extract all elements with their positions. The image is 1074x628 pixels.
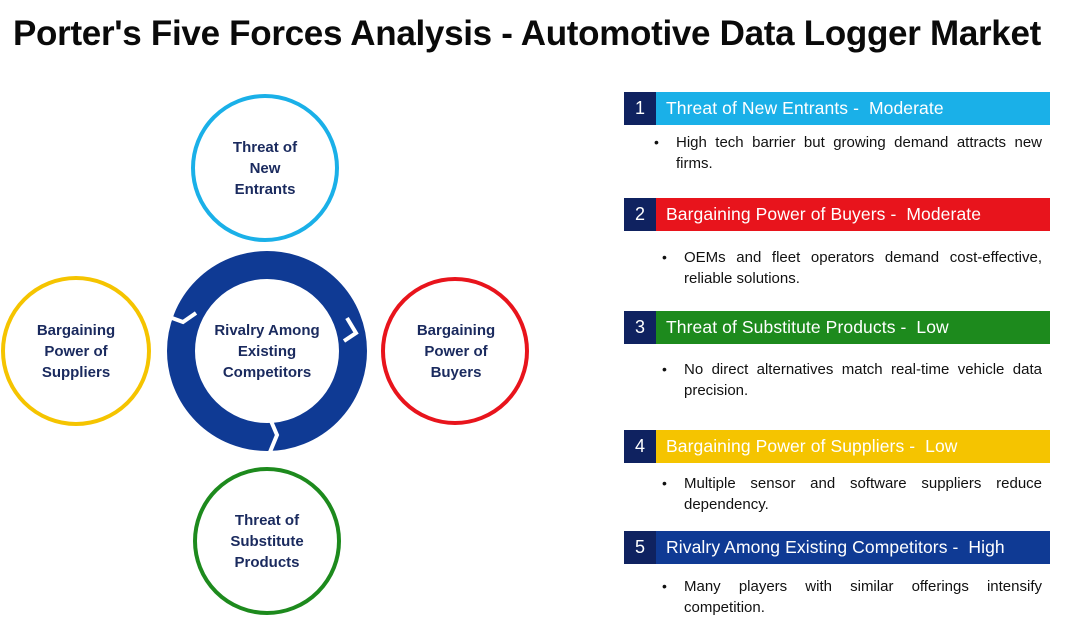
force-title: Bargaining Power of Suppliers - Low bbox=[656, 430, 1050, 463]
label-center: Rivalry Among Existing Competitors bbox=[214, 321, 320, 381]
circle-right bbox=[381, 277, 529, 425]
bullet-icon: • bbox=[654, 134, 659, 150]
force-title: Rivalry Among Existing Competitors - Hig… bbox=[656, 531, 1050, 564]
force-title: Threat of Substitute Products - Low bbox=[656, 311, 1050, 344]
label-top: Threat of New Entrants bbox=[232, 138, 298, 198]
circle-top bbox=[191, 94, 339, 242]
page-title: Porter's Five Forces Analysis - Automoti… bbox=[13, 14, 1041, 53]
bullet-icon: • bbox=[662, 475, 667, 491]
force-number: 3 bbox=[624, 311, 656, 344]
force-item: 2 Bargaining Power of Buyers - Moderate bbox=[624, 198, 1050, 231]
force-number: 4 bbox=[624, 430, 656, 463]
force-item: 4 Bargaining Power of Suppliers - Low bbox=[624, 430, 1050, 463]
label-bottom: Threat of Substitute Products bbox=[230, 511, 304, 571]
force-description: • OEMs and fleet operators demand cost-e… bbox=[662, 249, 1042, 287]
force-description: • High tech barrier but growing demand a… bbox=[654, 134, 1042, 172]
bullet-icon: • bbox=[662, 249, 667, 265]
force-number: 1 bbox=[624, 92, 656, 125]
force-description: • Many players with similar offerings in… bbox=[662, 578, 1042, 616]
label-left: Bargaining Power of Suppliers bbox=[36, 321, 116, 381]
force-header: 1 Threat of New Entrants - Moderate bbox=[624, 92, 1050, 125]
force-description: • No direct alternatives match real-time… bbox=[662, 361, 1042, 399]
force-item: 1 Threat of New Entrants - Moderate bbox=[624, 92, 1050, 125]
label-right: Bargaining Power of Buyers bbox=[416, 321, 496, 381]
circle-left bbox=[1, 276, 151, 426]
force-header: 2 Bargaining Power of Buyers - Moderate bbox=[624, 198, 1050, 231]
bullet-icon: • bbox=[662, 361, 667, 377]
force-item: 5 Rivalry Among Existing Competitors - H… bbox=[624, 531, 1050, 564]
circle-bottom bbox=[193, 467, 341, 615]
force-number: 5 bbox=[624, 531, 656, 564]
force-title: Threat of New Entrants - Moderate bbox=[656, 92, 1050, 125]
five-forces-diagram bbox=[1, 94, 529, 615]
circle-center-ring bbox=[167, 251, 367, 451]
force-description: • Multiple sensor and software suppliers… bbox=[662, 475, 1042, 513]
force-item: 3 Threat of Substitute Products - Low bbox=[624, 311, 1050, 344]
force-header: 4 Bargaining Power of Suppliers - Low bbox=[624, 430, 1050, 463]
ring-notch-right bbox=[342, 316, 359, 343]
force-header: 5 Rivalry Among Existing Competitors - H… bbox=[624, 531, 1050, 564]
bullet-icon: • bbox=[662, 578, 667, 594]
ring-notch-left bbox=[171, 311, 198, 325]
force-number: 2 bbox=[624, 198, 656, 231]
ring-notch-bottom bbox=[268, 420, 280, 453]
force-header: 3 Threat of Substitute Products - Low bbox=[624, 311, 1050, 344]
force-title: Bargaining Power of Buyers - Moderate bbox=[656, 198, 1050, 231]
